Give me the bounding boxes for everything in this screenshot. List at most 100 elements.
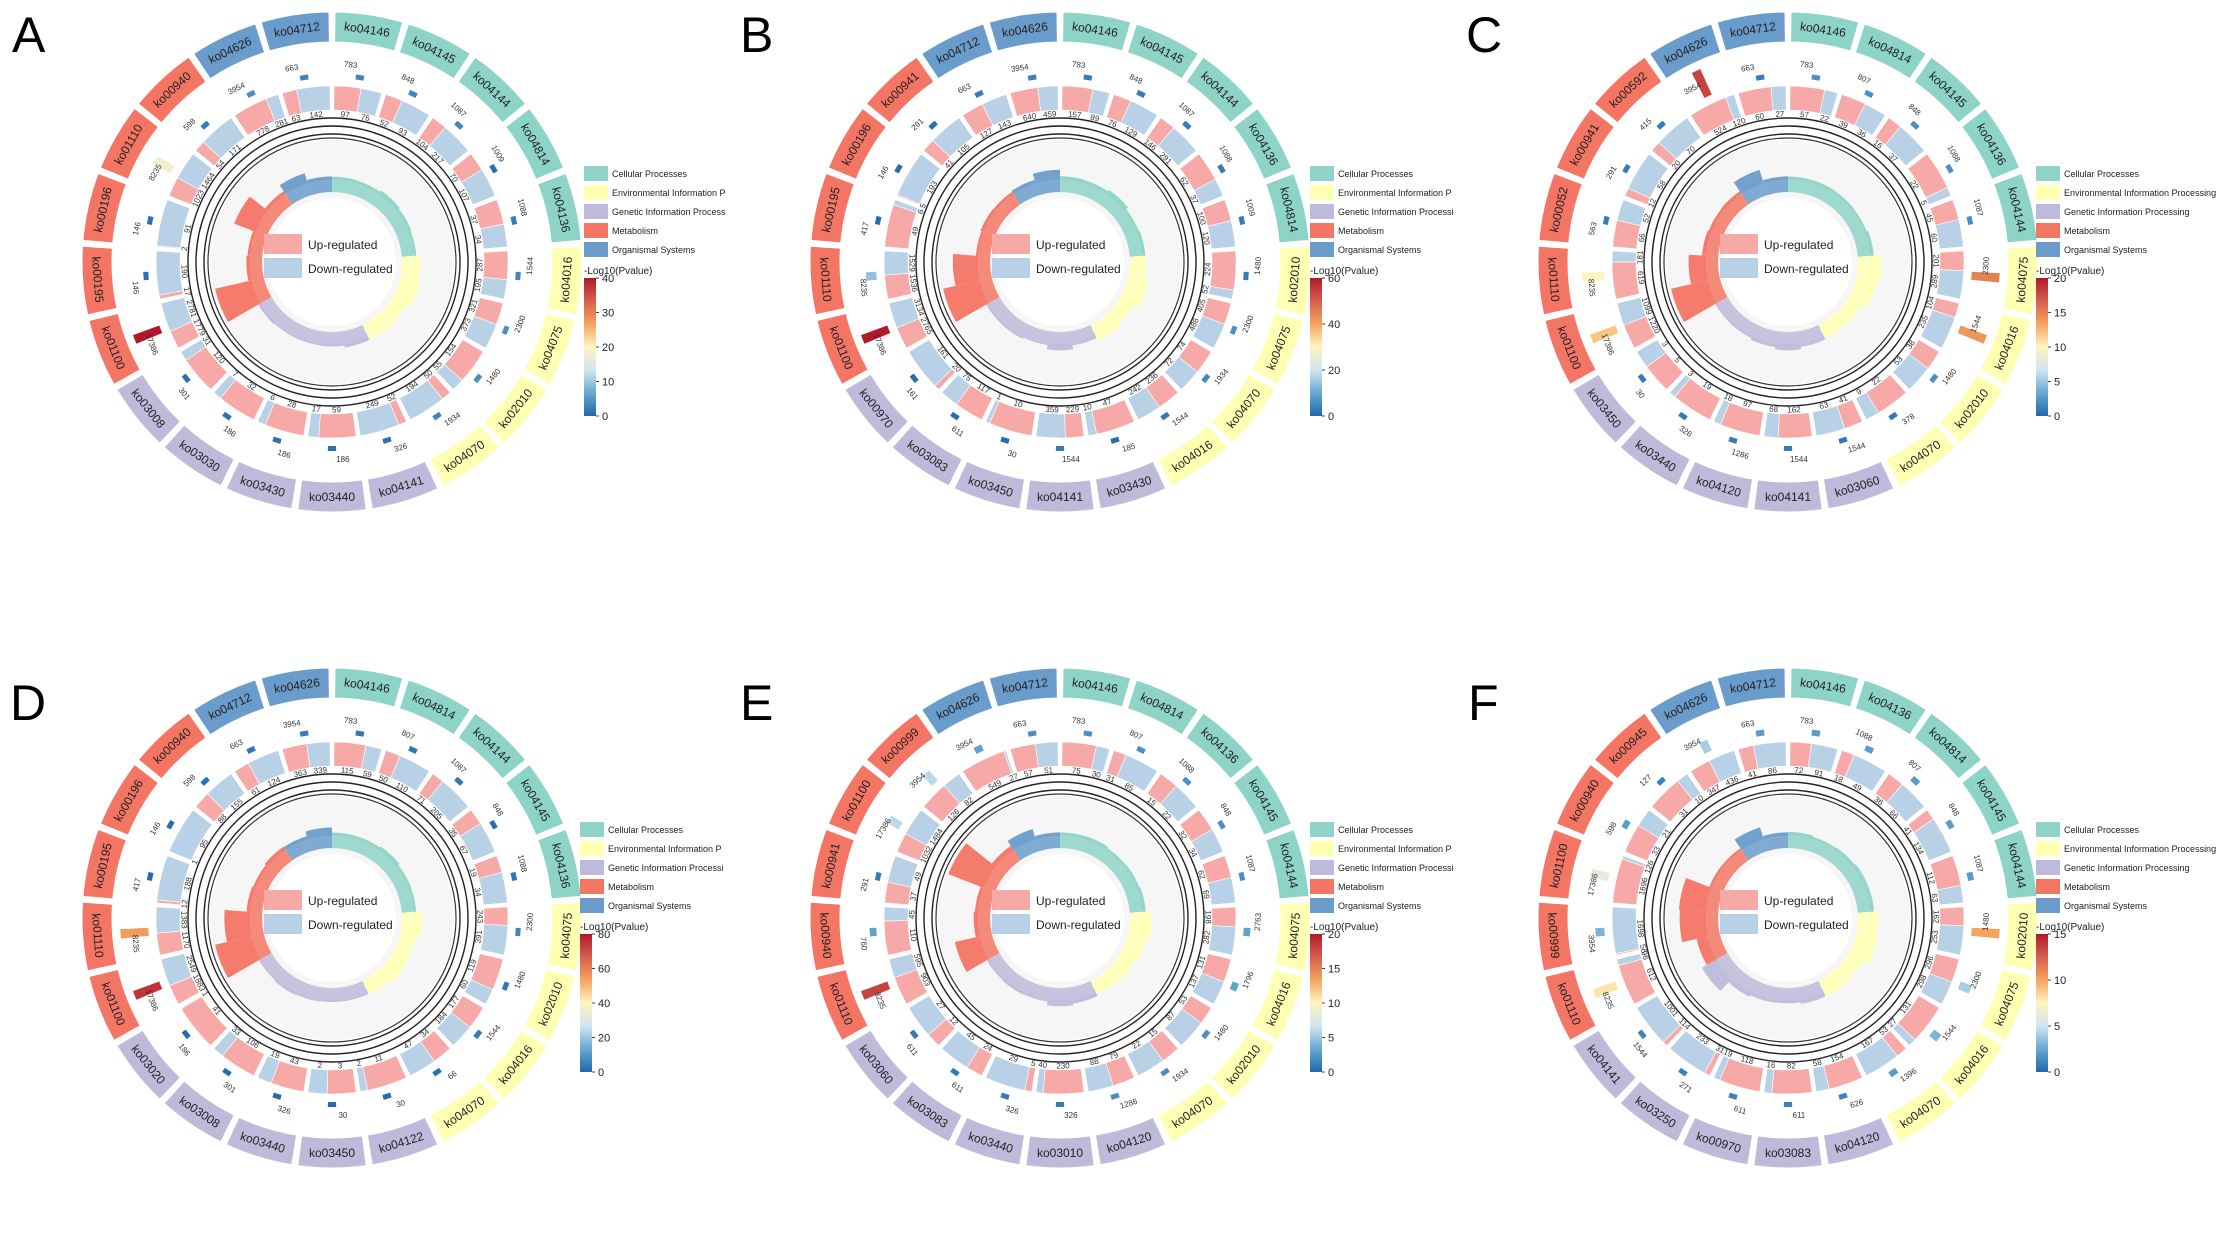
pathway-segment[interactable] [1537,901,1574,972]
pathway-segment[interactable] [82,172,127,244]
pathway-segment[interactable] [1993,172,2038,244]
pathway-segment[interactable] [1885,1080,1957,1143]
pathway-segment[interactable] [1232,107,1293,180]
pathway-segment[interactable] [504,763,565,836]
pathway-segment[interactable] [2002,245,2039,316]
pathway-segment[interactable] [1913,712,1983,780]
pathway-segment[interactable] [844,1029,910,1100]
pathway-segment[interactable] [546,245,583,316]
pathway-segment[interactable] [1753,1135,1823,1169]
pathway-segment[interactable] [88,312,141,386]
pathway-segment[interactable] [1593,56,1663,124]
pathway-segment[interactable] [1265,172,1310,244]
pathway-segment[interactable] [1185,712,1255,780]
pathway-segment[interactable] [1157,1080,1229,1143]
pathway-segment[interactable] [920,679,994,736]
pathway-segment[interactable] [1854,23,1928,80]
pathway-segment[interactable] [2002,901,2039,972]
pathway-segment[interactable] [1265,828,1310,900]
pathway-segment[interactable] [116,373,182,444]
pathway-segment[interactable] [1210,1029,1276,1100]
pathway-segment[interactable] [827,107,888,180]
pathway-segment[interactable] [1822,1116,1895,1166]
pathway-segment[interactable] [865,56,935,124]
pathway-segment[interactable] [953,1116,1026,1166]
pathway-segment[interactable] [809,245,846,316]
pathway-segment[interactable] [1544,312,1597,386]
pathway-segment[interactable] [810,828,855,900]
pathway-segment[interactable] [1790,11,1860,52]
pathway-segment[interactable] [1274,901,1311,972]
pathway-segment[interactable] [429,1080,501,1143]
pathway-segment[interactable] [297,1135,367,1169]
pathway-segment[interactable] [1681,1116,1754,1166]
pathway-segment[interactable] [523,312,576,386]
pathway-segment[interactable] [1822,460,1895,510]
pathway-segment[interactable] [116,1029,182,1100]
pathway-segment[interactable] [1157,424,1229,487]
pathway-segment[interactable] [1025,479,1095,513]
pathway-segment[interactable] [366,460,439,510]
pathway-segment[interactable] [1960,763,2021,836]
pathway-segment[interactable] [482,373,548,444]
pathway-segment[interactable] [1648,23,1722,80]
pathway-segment[interactable] [1572,373,1638,444]
pathway-segment[interactable] [366,1116,439,1166]
pathway-segment[interactable] [920,23,994,80]
pathway-segment[interactable] [1938,1029,2004,1100]
pathway-segment[interactable] [1185,56,1255,124]
pathway-segment[interactable] [1544,968,1597,1042]
pathway-segment[interactable] [1979,312,2032,386]
pathway-segment[interactable] [1572,1029,1638,1100]
pathway-segment[interactable] [1555,763,1616,836]
pathway-segment[interactable] [334,11,404,52]
pathway-segment[interactable] [844,373,910,444]
pathway-segment[interactable] [816,968,869,1042]
pathway-segment[interactable] [260,667,330,708]
pathway-segment[interactable] [1753,479,1823,513]
pathway-segment[interactable] [225,1116,298,1166]
pathway-segment[interactable] [1538,172,1583,244]
pathway-segment[interactable] [1619,424,1691,487]
pathway-segment[interactable] [99,107,160,180]
pathway-segment[interactable] [1648,679,1722,736]
pathway-segment[interactable] [192,23,266,80]
pathway-segment[interactable] [192,679,266,736]
pathway-segment[interactable] [1960,107,2021,180]
pathway-segment[interactable] [99,763,160,836]
pathway-segment[interactable] [1913,56,1983,124]
pathway-segment[interactable] [1979,968,2032,1042]
pathway-segment[interactable] [988,11,1058,52]
pathway-segment[interactable] [1790,667,1860,708]
pathway-segment[interactable] [137,712,207,780]
pathway-segment[interactable] [457,56,527,124]
pathway-segment[interactable] [1537,245,1574,316]
pathway-segment[interactable] [82,828,127,900]
pathway-segment[interactable] [865,712,935,780]
pathway-segment[interactable] [891,424,963,487]
pathway-segment[interactable] [137,56,207,124]
pathway-segment[interactable] [1716,667,1786,708]
pathway-segment[interactable] [891,1080,963,1143]
pathway-segment[interactable] [546,901,583,972]
pathway-segment[interactable] [1025,1135,1095,1169]
pathway-segment[interactable] [953,460,1026,510]
pathway-segment[interactable] [81,901,118,972]
pathway-segment[interactable] [816,312,869,386]
pathway-segment[interactable] [523,968,576,1042]
pathway-segment[interactable] [334,667,404,708]
pathway-segment[interactable] [1126,23,1200,80]
pathway-segment[interactable] [1251,312,1304,386]
pathway-segment[interactable] [398,23,472,80]
pathway-segment[interactable] [88,968,141,1042]
pathway-segment[interactable] [1938,373,2004,444]
pathway-segment[interactable] [260,11,330,52]
pathway-segment[interactable] [1555,107,1616,180]
pathway-segment[interactable] [163,1080,235,1143]
pathway-segment[interactable] [537,828,582,900]
pathway-segment[interactable] [1885,424,1957,487]
pathway-segment[interactable] [504,107,565,180]
pathway-segment[interactable] [827,763,888,836]
pathway-segment[interactable] [225,460,298,510]
pathway-segment[interactable] [457,712,527,780]
